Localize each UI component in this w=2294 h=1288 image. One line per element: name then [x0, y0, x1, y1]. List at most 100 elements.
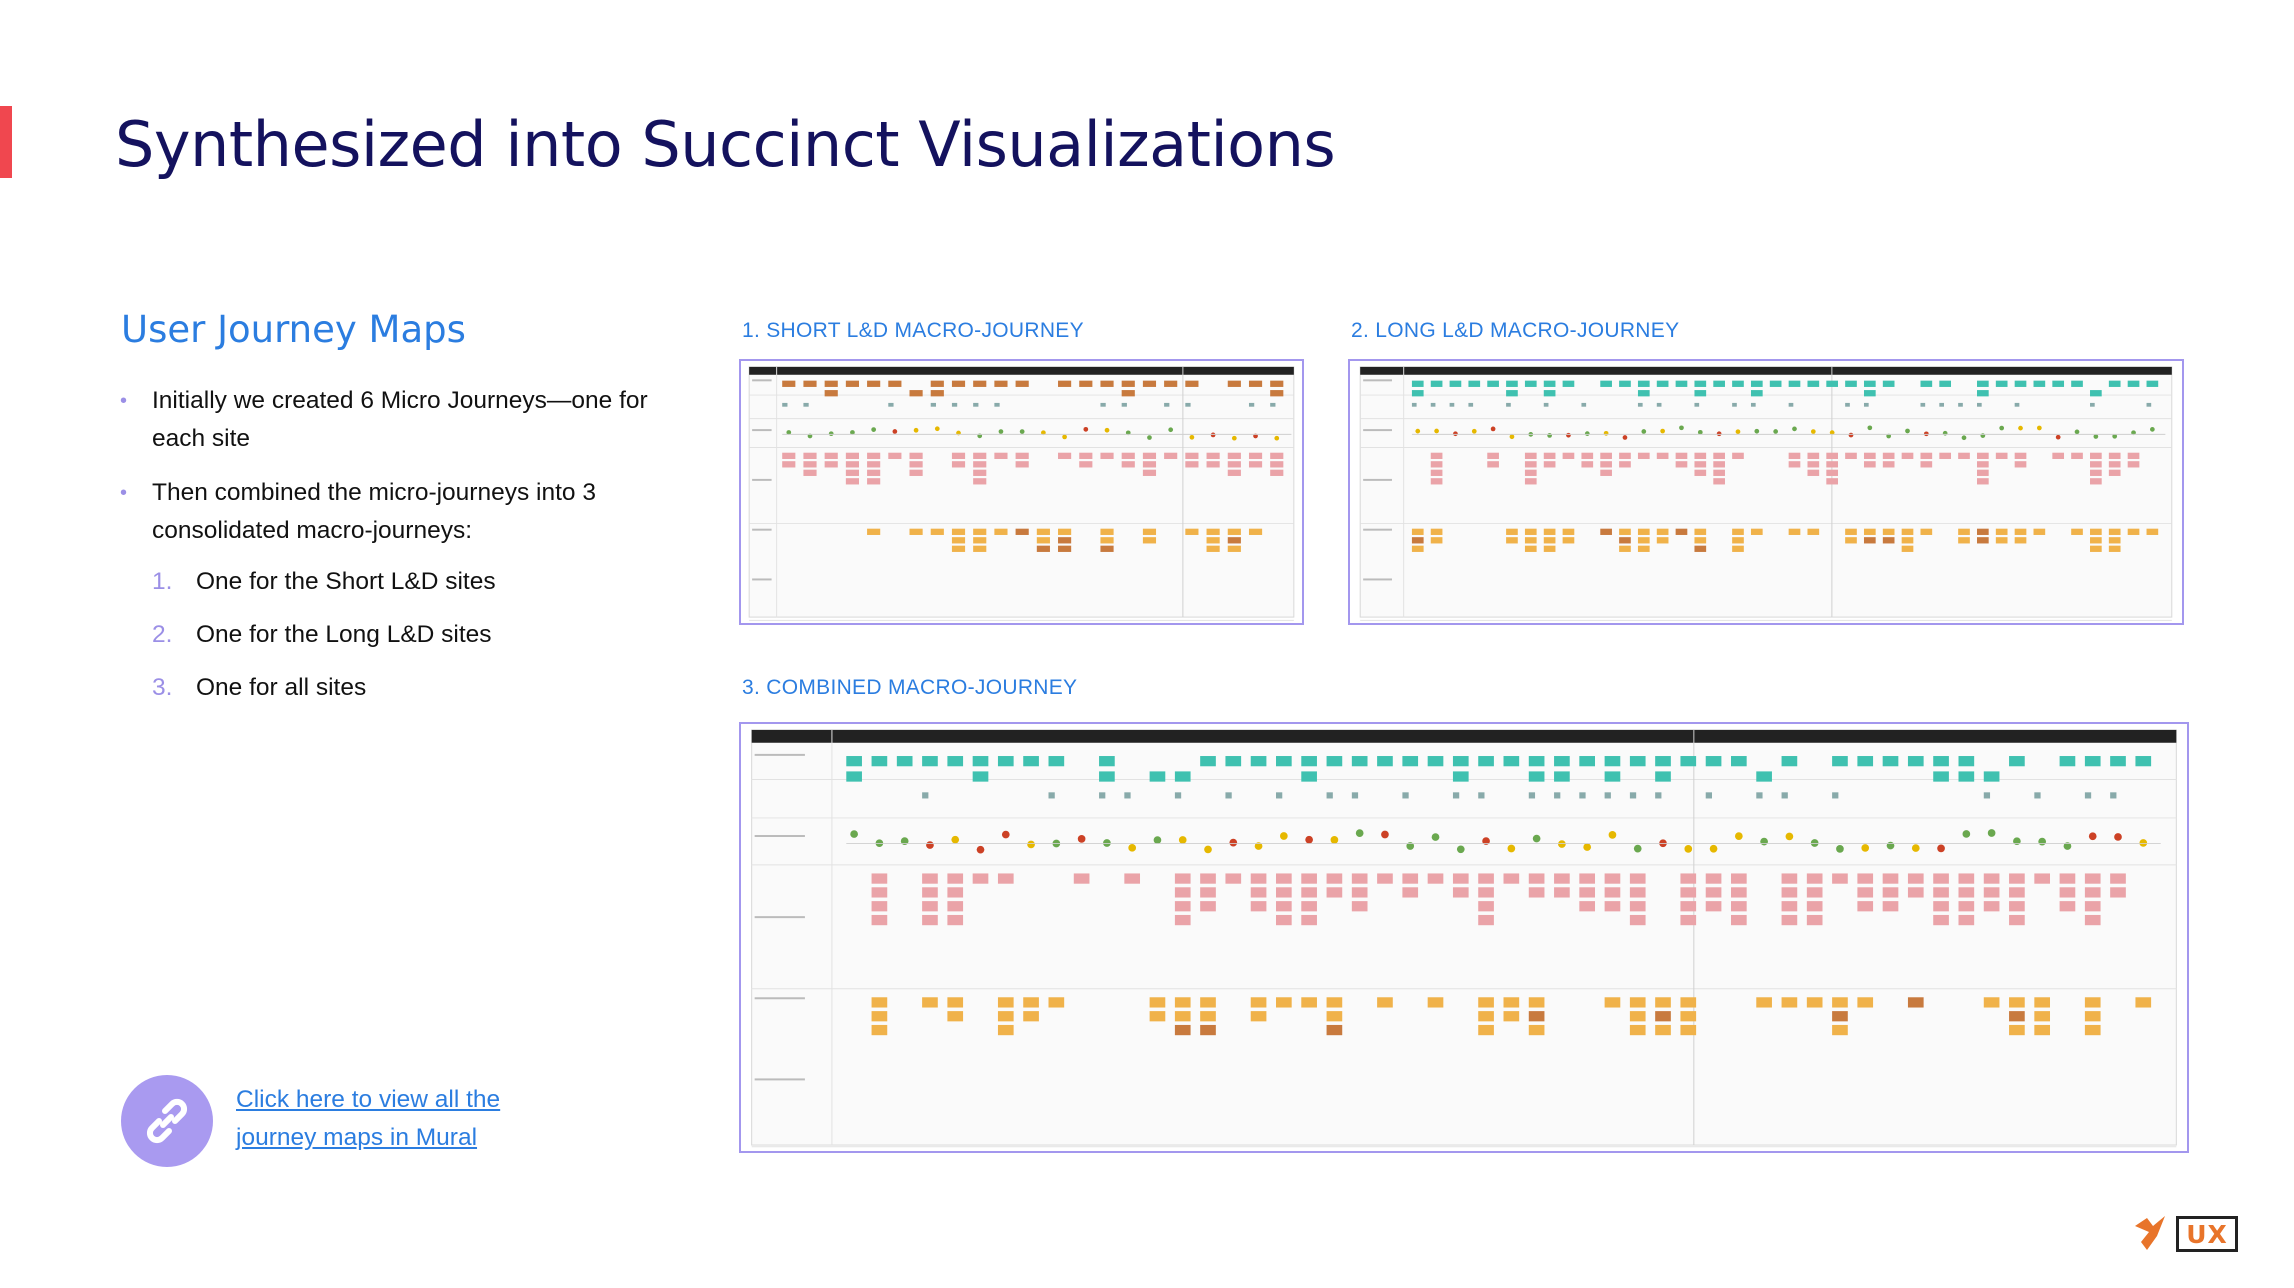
short-journey-map[interactable] — [739, 359, 1304, 625]
emotion-dot — [1431, 833, 1440, 841]
sticky-note — [1554, 756, 1570, 767]
sticky-note — [1694, 461, 1707, 468]
sticky-note — [1270, 452, 1284, 459]
sticky-note — [1478, 914, 1494, 926]
emotion-dot — [1633, 844, 1642, 853]
sticky-note — [1524, 461, 1537, 468]
sticky-note — [1248, 461, 1263, 468]
sticky-note — [1655, 1024, 1671, 1036]
sticky-note — [1694, 390, 1707, 397]
combined-journey-map[interactable] — [739, 722, 2189, 1153]
sticky-note — [1788, 452, 1801, 459]
sticky-note — [1351, 756, 1368, 767]
touchpoint-marker — [1478, 792, 1485, 799]
sticky-note — [2009, 887, 2025, 898]
sticky-note — [871, 997, 888, 1008]
section-heading: User Journey Maps — [121, 308, 466, 351]
sticky-note — [1939, 452, 1952, 459]
sticky-note — [845, 380, 860, 387]
sticky-note — [1713, 469, 1725, 476]
map-row-label — [754, 835, 805, 838]
sticky-note — [1694, 528, 1707, 535]
sticky-note — [947, 756, 964, 767]
emotion-dot — [892, 429, 898, 434]
sticky-note — [1619, 461, 1631, 468]
sticky-note — [1562, 528, 1575, 535]
sticky-note — [1882, 461, 1895, 468]
sticky-note — [2084, 1011, 2101, 1022]
sticky-note — [1227, 452, 1241, 459]
sticky-note — [1604, 997, 1621, 1008]
emotion-dot — [1305, 835, 1313, 844]
sticky-note — [867, 461, 881, 468]
emotion-dot — [1660, 428, 1665, 434]
emotion-dot — [1153, 836, 1162, 844]
sticky-note — [930, 380, 944, 387]
touchpoint-marker — [1174, 792, 1182, 799]
sticky-note — [1604, 771, 1621, 782]
sticky-note — [867, 528, 881, 535]
sticky-note — [1845, 452, 1857, 459]
emotion-dot — [900, 837, 909, 845]
touchpoint-marker — [1326, 792, 1333, 799]
emotion-dot — [1381, 830, 1389, 839]
mural-link[interactable]: Click here to view all the journey maps … — [236, 1086, 501, 1151]
emotion-dot — [1836, 845, 1844, 853]
emotion-dot — [1507, 844, 1516, 853]
sticky-note — [922, 756, 938, 767]
sticky-note — [1882, 756, 1899, 767]
link-icon[interactable] — [121, 1075, 213, 1167]
emotion-dot — [850, 830, 858, 838]
touchpoint-marker — [1939, 402, 1945, 407]
emotion-dot — [1406, 842, 1415, 850]
sticky-note — [1276, 873, 1292, 884]
sticky-note — [1206, 461, 1220, 468]
sticky-note — [1600, 528, 1612, 535]
sticky-note — [1826, 461, 1838, 468]
sticky-note — [1506, 537, 1518, 544]
sticky-note — [1351, 873, 1368, 884]
sticky-note — [1562, 537, 1575, 544]
sticky-note — [1503, 873, 1520, 884]
sticky-note — [1048, 997, 1065, 1008]
sticky-note — [1270, 461, 1284, 468]
sticky-note — [994, 452, 1008, 459]
sticky-note — [867, 452, 881, 459]
sticky-note — [1227, 469, 1241, 476]
touchpoint-marker — [1920, 402, 1926, 407]
sticky-note — [1731, 756, 1747, 767]
sticky-note — [1832, 873, 1848, 884]
sticky-note — [1977, 469, 1989, 476]
sticky-note — [1100, 528, 1114, 535]
bullet-list: • Initially we created 6 Micro Journeys—… — [120, 382, 660, 566]
touchpoint-marker — [1124, 792, 1131, 799]
sticky-note — [1845, 537, 1857, 544]
sticky-note — [1732, 452, 1744, 459]
sticky-note — [2090, 469, 2102, 476]
sticky-note — [782, 461, 796, 468]
sticky-note — [1402, 887, 1419, 898]
sticky-note — [2090, 452, 2102, 459]
item-number: 2. — [152, 621, 173, 648]
sticky-note — [845, 478, 860, 485]
sticky-note — [2014, 537, 2027, 544]
long-journey-map[interactable] — [1348, 359, 2184, 625]
touchpoint-marker — [2110, 792, 2117, 799]
sticky-note — [1478, 1011, 1494, 1022]
sticky-note — [1149, 997, 1166, 1008]
emotion-dot — [1027, 840, 1035, 849]
sticky-note — [1524, 469, 1537, 476]
emotion-dot — [1923, 431, 1929, 437]
sticky-note — [1977, 537, 1989, 544]
sticky-note — [1637, 528, 1650, 535]
sticky-note — [1629, 997, 1646, 1008]
sticky-note — [1142, 469, 1157, 476]
sticky-note — [909, 390, 923, 397]
sticky-note — [1680, 914, 1697, 926]
sticky-note — [1506, 390, 1518, 397]
sticky-note — [1015, 452, 1029, 459]
emotion-dot — [1679, 425, 1684, 431]
emotion-dot — [1584, 431, 1590, 436]
sticky-note — [1680, 997, 1697, 1008]
sticky-note — [1377, 873, 1393, 884]
